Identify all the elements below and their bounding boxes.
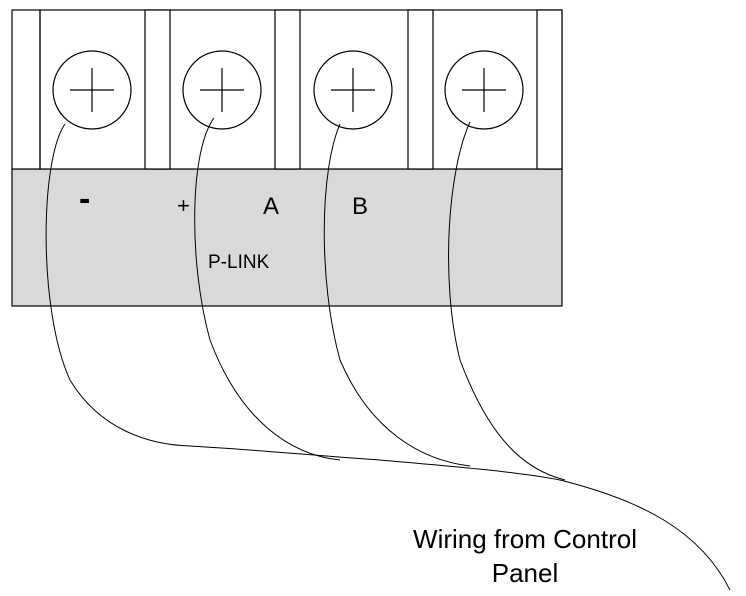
terminal-screw-plus <box>182 50 262 130</box>
separator-4 <box>407 9 434 170</box>
device-label: P-LINK <box>208 252 270 273</box>
separator-5 <box>536 9 563 170</box>
separator-2 <box>144 9 171 170</box>
terminal-label-b: B <box>352 193 368 220</box>
terminal-screw-minus <box>52 50 132 130</box>
wiring-caption-line1: Wiring from Control <box>413 524 637 554</box>
terminal-screw-b <box>444 50 524 130</box>
wire-plus <box>194 117 341 461</box>
wire-b <box>448 121 566 481</box>
terminal-screw-a <box>313 50 393 130</box>
wire-a <box>323 123 471 467</box>
terminal-block-base <box>11 168 563 307</box>
terminal-label-plus: + <box>177 193 190 218</box>
wire-minus <box>45 123 731 591</box>
terminal-label-minus: - <box>79 180 90 218</box>
terminal-label-a: A <box>263 193 279 220</box>
separator-3 <box>274 9 301 170</box>
wires <box>45 117 731 591</box>
wiring-caption-line2: Panel <box>492 558 559 588</box>
